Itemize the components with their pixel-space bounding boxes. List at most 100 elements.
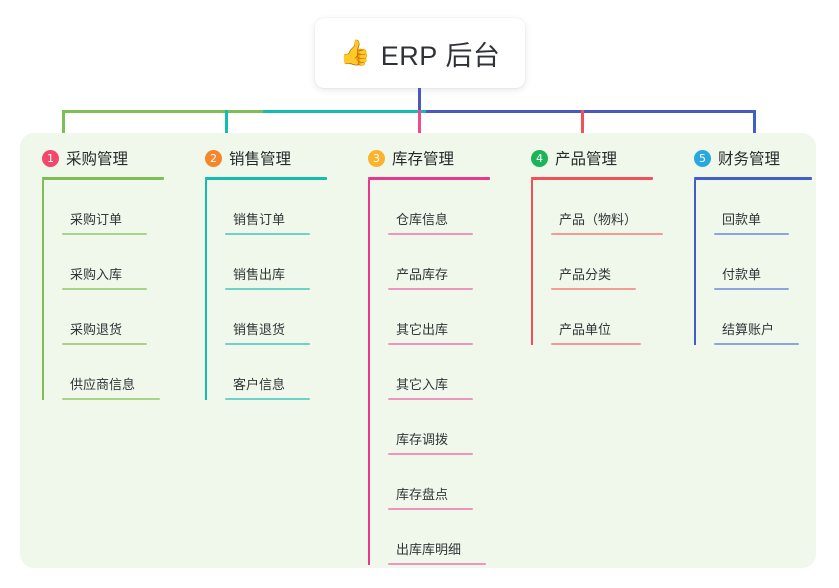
menu-item-label: 产品库存 <box>396 267 449 282</box>
menu-item-underline <box>225 288 310 290</box>
column-header-1[interactable]: 1 采购管理 <box>20 145 183 171</box>
menu-item-label: 付款单 <box>722 267 762 282</box>
menu-item-underline <box>551 233 663 235</box>
column-2: 2 销售管理销售订单销售出库销售退货客户信息 <box>183 145 346 400</box>
menu-item[interactable]: 销售出库 <box>225 235 346 290</box>
menu-item[interactable]: 库存调拨 <box>388 400 509 455</box>
menu-item[interactable]: 采购入库 <box>62 235 183 290</box>
bus-segment-green <box>62 110 265 113</box>
menu-item-label: 出库库明细 <box>396 542 462 557</box>
column-underline-4 <box>531 177 653 180</box>
menu-item-label: 销售退货 <box>233 322 286 337</box>
menu-item[interactable]: 供应商信息 <box>62 345 183 400</box>
column-trunk-1 <box>42 180 44 400</box>
menu-item-label: 产品（物料） <box>559 212 638 227</box>
menu-item[interactable]: 产品单位 <box>551 290 672 345</box>
menu-item-label: 仓库信息 <box>396 212 449 227</box>
menu-item-underline <box>225 233 310 235</box>
menu-item-underline <box>225 398 310 400</box>
root-node-card[interactable]: 👍 ERP 后台 <box>315 18 525 88</box>
column-title-2: 销售管理 <box>229 151 292 168</box>
menu-item-label: 采购订单 <box>70 212 123 227</box>
menu-item-label: 销售出库 <box>233 267 286 282</box>
menu-item[interactable]: 采购订单 <box>62 180 183 235</box>
menu-item-underline <box>714 343 799 345</box>
column-badge-2: 2 <box>205 149 222 167</box>
menu-item[interactable]: 客户信息 <box>225 345 346 400</box>
bus-segment-indigo <box>426 110 756 113</box>
column-header-5[interactable]: 5 财务管理 <box>672 145 835 171</box>
menu-item-label: 采购退货 <box>70 322 123 337</box>
menu-item-underline <box>551 288 636 290</box>
column-title-5: 财务管理 <box>718 151 781 168</box>
menu-item-label: 客户信息 <box>233 377 286 392</box>
column-3: 3 库存管理仓库信息产品库存其它出库其它入库库存调拨库存盘点出库库明细 <box>346 145 509 565</box>
menu-item[interactable]: 产品（物料） <box>551 180 672 235</box>
column-items-2: 销售订单销售出库销售退货客户信息 <box>205 180 346 400</box>
menu-item[interactable]: 产品库存 <box>388 235 509 290</box>
menu-item-label: 结算账户 <box>722 322 775 337</box>
column-trunk-5 <box>694 180 696 345</box>
menu-item-label: 其它出库 <box>396 322 449 337</box>
menu-item[interactable]: 出库库明细 <box>388 510 509 565</box>
menu-item[interactable]: 其它出库 <box>388 290 509 345</box>
menu-item-label: 库存盘点 <box>396 487 449 502</box>
menu-item-label: 其它入库 <box>396 377 449 392</box>
menu-item[interactable]: 产品分类 <box>551 235 672 290</box>
menu-item-label: 供应商信息 <box>70 377 136 392</box>
column-header-2[interactable]: 2 销售管理 <box>183 145 346 171</box>
column-1: 1 采购管理采购订单采购入库采购退货供应商信息 <box>20 145 183 400</box>
menu-item-underline <box>62 288 147 290</box>
menu-item-underline <box>62 343 147 345</box>
menu-item[interactable]: 采购退货 <box>62 290 183 345</box>
menu-item-label: 销售订单 <box>233 212 286 227</box>
menu-item-underline <box>388 453 473 455</box>
bus-segment-teal <box>263 110 428 113</box>
menu-item-underline <box>388 563 486 565</box>
column-items-1: 采购订单采购入库采购退货供应商信息 <box>42 180 183 400</box>
root-stem <box>418 88 421 112</box>
menu-item[interactable]: 其它入库 <box>388 345 509 400</box>
column-badge-3: 3 <box>368 149 385 167</box>
menu-item-label: 产品单位 <box>559 322 612 337</box>
menu-item-underline <box>388 508 473 510</box>
column-4: 4 产品管理产品（物料） 产品分类产品单位 <box>509 145 672 345</box>
menu-item-underline <box>388 398 473 400</box>
root-node-title: ERP 后台 <box>380 40 501 71</box>
column-badge-5: 5 <box>694 149 711 167</box>
column-trunk-3 <box>368 180 370 565</box>
menu-item-underline <box>388 288 473 290</box>
menu-item[interactable]: 结算账户 <box>714 290 835 345</box>
menu-item-label: 库存调拨 <box>396 432 449 447</box>
menu-item[interactable]: 销售退货 <box>225 290 346 345</box>
menu-item[interactable]: 付款单 <box>714 235 835 290</box>
thumbs-up-icon: 👍 <box>339 38 371 67</box>
column-badge-1: 1 <box>42 149 59 167</box>
column-5: 5 财务管理回款单付款单结算账户 <box>672 145 835 345</box>
column-header-3[interactable]: 3 库存管理 <box>346 145 509 171</box>
column-underline-5 <box>694 177 812 180</box>
menu-item-underline <box>551 343 641 345</box>
menu-item-label: 产品分类 <box>559 267 612 282</box>
column-title-1: 采购管理 <box>66 151 129 168</box>
column-trunk-4 <box>531 180 533 345</box>
menu-item-underline <box>388 233 473 235</box>
menu-item-underline <box>62 233 147 235</box>
menu-item[interactable]: 销售订单 <box>225 180 346 235</box>
menu-item-label: 采购入库 <box>70 267 123 282</box>
column-items-5: 回款单付款单结算账户 <box>694 180 835 345</box>
column-items-3: 仓库信息产品库存其它出库其它入库库存调拨库存盘点出库库明细 <box>368 180 509 565</box>
column-items-4: 产品（物料） 产品分类产品单位 <box>531 180 672 345</box>
column-badge-4: 4 <box>531 149 548 167</box>
menu-item-label: 回款单 <box>722 212 762 227</box>
menu-item-underline <box>714 233 789 235</box>
menu-item[interactable]: 仓库信息 <box>388 180 509 235</box>
menu-item-underline <box>62 398 160 400</box>
column-title-3: 库存管理 <box>392 151 455 168</box>
column-title-4: 产品管理 <box>555 151 618 168</box>
menu-item-underline <box>225 343 310 345</box>
column-header-4[interactable]: 4 产品管理 <box>509 145 672 171</box>
menu-item-underline <box>714 288 789 290</box>
menu-item[interactable]: 库存盘点 <box>388 455 509 510</box>
menu-item[interactable]: 回款单 <box>714 180 835 235</box>
